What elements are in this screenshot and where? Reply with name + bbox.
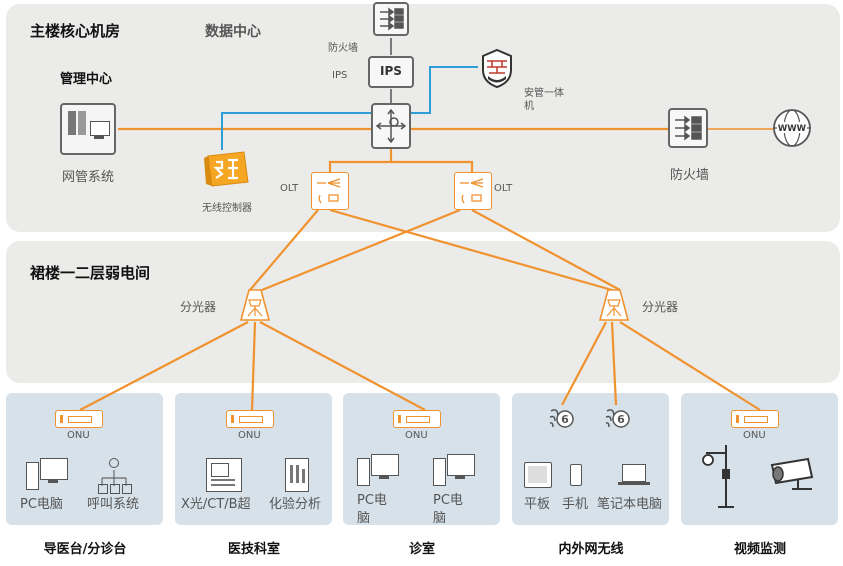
laptop-icon xyxy=(618,460,650,488)
pc-icon-clinic-2 xyxy=(433,454,475,486)
pc-label-clinic-1b: 脑 xyxy=(357,511,371,526)
splitter-left-icon xyxy=(238,288,272,322)
dome-camera-pole-icon xyxy=(700,443,740,509)
weak-current-room-zone xyxy=(6,241,840,383)
phone-label: 手机 xyxy=(562,497,589,512)
core-zone-title: 主楼核心机房 xyxy=(30,22,121,40)
laptop-label: 笔记本电脑 xyxy=(597,497,663,512)
dept-label-wireless: 内外网无线 xyxy=(558,542,624,557)
dept-label-clinic: 诊室 xyxy=(408,542,435,557)
onu-clinic-icon xyxy=(393,410,441,428)
svg-text:6: 6 xyxy=(561,413,569,426)
splitter-left-label: 分光器 xyxy=(180,300,217,314)
olt-left-label: OLT xyxy=(280,183,299,194)
pc-label-clinic-1a: PC电 xyxy=(357,493,387,508)
dept-label-video: 视频监测 xyxy=(733,542,786,557)
bullet-camera-icon xyxy=(768,455,818,495)
management-center-title: 管理中心 xyxy=(60,72,113,87)
xray-label: X光/CT/B超 xyxy=(181,497,251,512)
wireless-controller-label: 无线控制器 xyxy=(202,203,252,214)
wifi6-ap-2-icon: 6 xyxy=(604,405,630,435)
splitter-right-icon xyxy=(597,288,631,322)
nms-server-icon xyxy=(60,103,116,155)
olt-right-label: OLT xyxy=(494,183,513,194)
terminal-zone-wireless xyxy=(512,393,669,525)
lab-analysis-label: 化验分析 xyxy=(269,497,322,512)
pc-icon-clinic-1 xyxy=(357,454,399,486)
ips-label: IPS xyxy=(332,70,348,81)
onu-guide-label: ONU xyxy=(67,430,90,441)
svg-text:6: 6 xyxy=(617,413,625,426)
security-appliance-label-1: 安管一体 xyxy=(524,88,564,99)
nms-label: 网管系统 xyxy=(62,170,115,185)
firewall-right-label: 防火墙 xyxy=(670,168,710,183)
firewall-top-label: 防火墙 xyxy=(328,43,358,54)
firewall-right-icon xyxy=(668,108,708,148)
lab-analyzer-icon xyxy=(285,458,309,492)
security-appliance-label-2: 机 xyxy=(524,101,534,112)
data-center-subtitle: 数据中心 xyxy=(205,24,261,40)
onu-medtech-icon xyxy=(226,410,274,428)
pc-icon-guide xyxy=(26,458,68,490)
onu-video-label: ONU xyxy=(743,430,766,441)
wifi6-ap-1-icon: 6 xyxy=(548,405,574,435)
splitter-right-label: 分光器 xyxy=(642,300,679,314)
tablet-icon xyxy=(524,462,552,488)
ips-device-icon: IPS xyxy=(368,56,414,88)
internet-globe-icon: WWW xyxy=(772,108,812,148)
pc-label-guide: PC电脑 xyxy=(20,497,63,512)
wireless-controller-icon xyxy=(202,148,250,188)
onu-guide-icon xyxy=(55,410,103,428)
pc-label-clinic-2a: PC电 xyxy=(433,493,463,508)
weak-zone-title: 裙楼一二层弱电间 xyxy=(30,264,151,282)
onu-video-icon xyxy=(731,410,779,428)
olt-left-icon xyxy=(311,172,349,210)
phone-icon xyxy=(570,464,582,486)
olt-right-icon xyxy=(454,172,492,210)
ips-device-text: IPS xyxy=(380,64,402,78)
xray-device-icon xyxy=(206,458,242,492)
pc-label-clinic-2b: 脑 xyxy=(433,511,447,526)
www-text: WWW xyxy=(778,124,807,134)
tablet-label: 平板 xyxy=(524,497,551,512)
call-system-icon xyxy=(94,458,134,494)
core-switch-icon xyxy=(371,103,411,149)
firewall-top-icon xyxy=(373,2,409,36)
security-appliance-icon xyxy=(480,48,514,88)
dept-label-medtech: 医技科室 xyxy=(227,542,280,557)
onu-medtech-label: ONU xyxy=(238,430,261,441)
onu-clinic-label: ONU xyxy=(405,430,428,441)
call-system-label: 呼叫系统 xyxy=(87,497,140,512)
dept-label-guide: 导医台/分诊台 xyxy=(43,542,127,557)
